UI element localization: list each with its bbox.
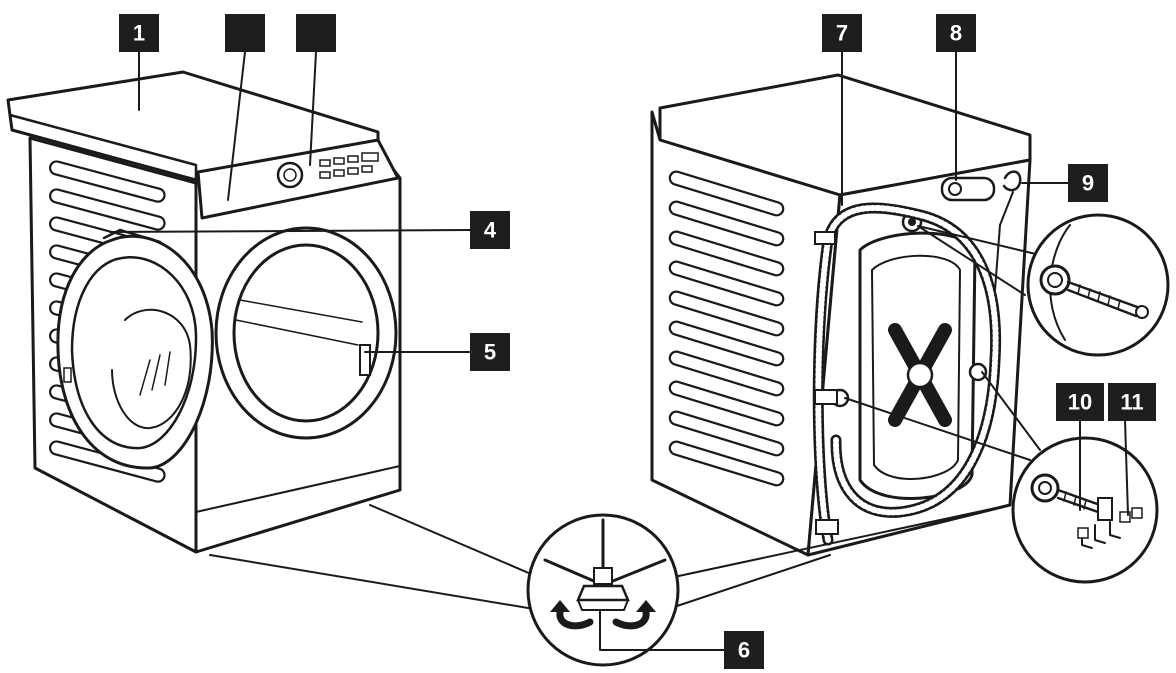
callout-1: 1: [119, 14, 159, 52]
callout-9-text: 9: [1082, 171, 1094, 196]
door-latch: [359, 344, 371, 376]
leader-lines: [109, 51, 1129, 651]
water-inlet-connector: [1002, 170, 1022, 192]
rear-view-machine: [650, 73, 1032, 557]
callout-6: 6: [724, 631, 764, 669]
foot-detail: [209, 504, 1011, 667]
callout-10: 10: [1056, 383, 1104, 421]
front-view-machine: [6, 70, 402, 554]
callout-6-text: 6: [738, 638, 750, 663]
callout-5-text: 5: [484, 340, 496, 365]
callout-4: 4: [470, 211, 510, 249]
display-buttons: [319, 152, 379, 179]
callout-3: [296, 14, 336, 52]
drain-hose: [812, 202, 1002, 546]
callout-10-text: 10: [1068, 390, 1092, 415]
callout-8: 8: [936, 14, 976, 52]
rotate-left-arrow-icon: [556, 608, 594, 630]
callout-8-text: 8: [950, 21, 962, 46]
rear-machine-side-vents: [668, 170, 785, 487]
callout-5: 5: [470, 333, 510, 371]
callout-1-text: 1: [133, 21, 145, 46]
rotate-right-arrow-icon: [612, 608, 650, 630]
lower-transit-bolt-detail: [844, 371, 1159, 584]
callout-9: 9: [1068, 164, 1108, 202]
callout-7: 7: [822, 14, 862, 52]
callout-4-text: 4: [484, 218, 497, 243]
upper-transit-bolt-detail: [917, 213, 1170, 357]
callout-7-text: 7: [836, 21, 848, 46]
open-door: [56, 228, 214, 470]
callout-11: 11: [1108, 383, 1156, 421]
callout-11-text: 11: [1120, 390, 1143, 415]
adjustable-foot: [576, 584, 630, 602]
transit-bracket: [888, 323, 952, 427]
callout-2: [225, 14, 265, 52]
